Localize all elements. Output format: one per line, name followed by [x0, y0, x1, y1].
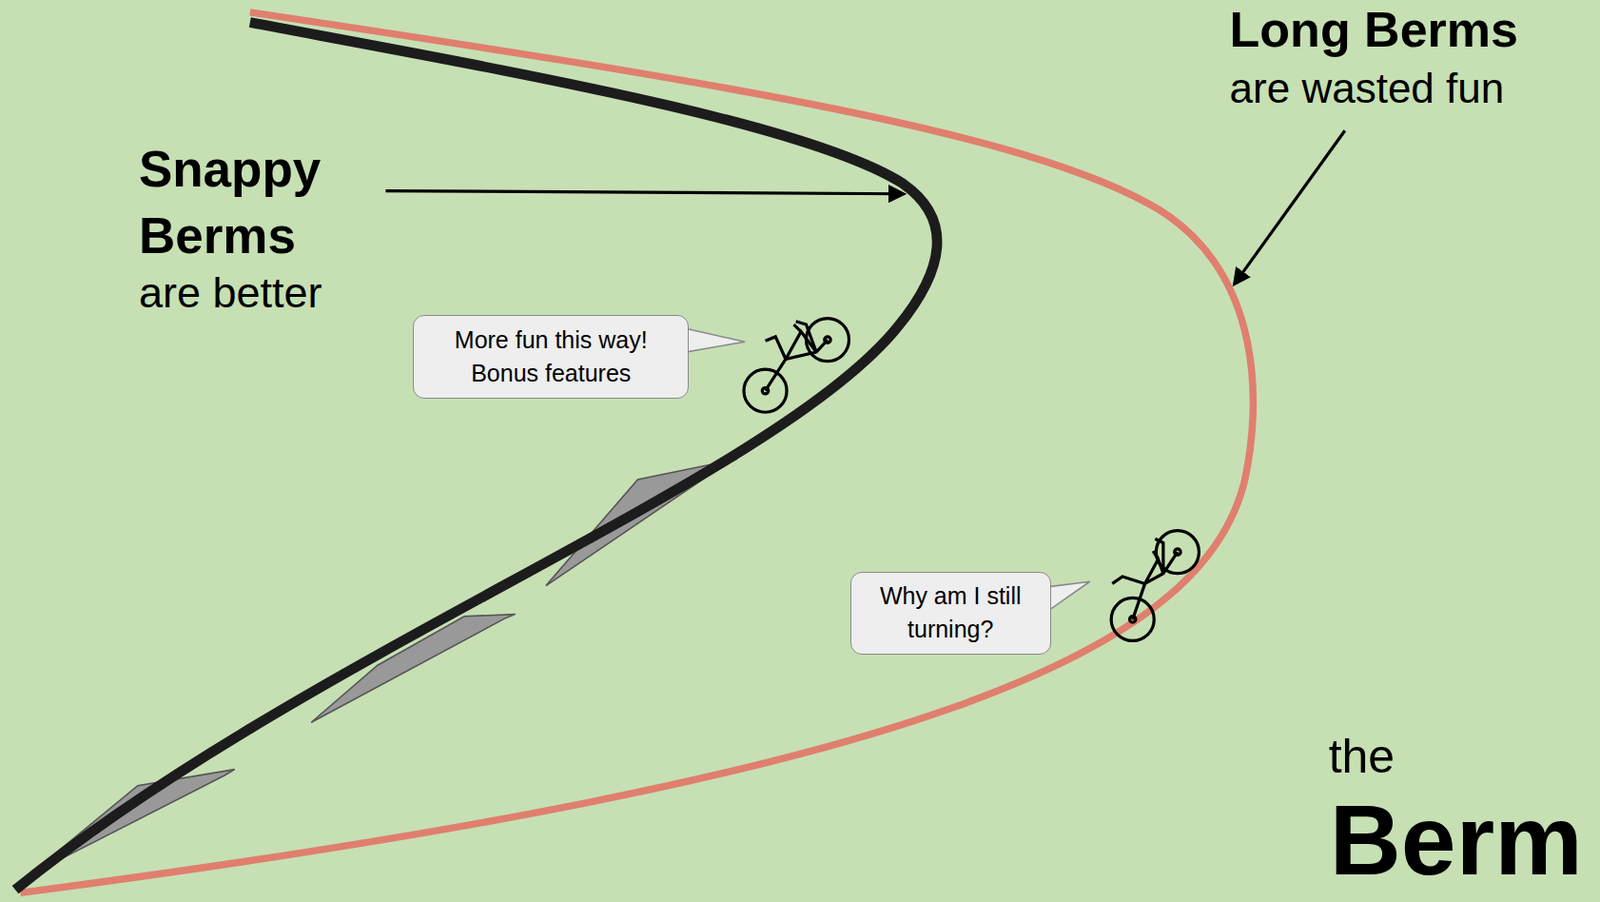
speech-bubble: More fun this way! Bonus features	[412, 314, 689, 399]
bubble-text: Why am I still turning?	[865, 579, 1036, 646]
speech-bubble: Why am I still turning?	[850, 571, 1052, 655]
text-label: are wasted fun	[1229, 63, 1598, 115]
bike-icon	[743, 318, 849, 413]
text-label: Long Berms	[1229, 0, 1598, 59]
text-label: the	[1328, 727, 1534, 785]
leader-arrow	[1234, 130, 1346, 284]
leader-arrow	[385, 191, 903, 195]
bubble-tail	[1049, 581, 1091, 610]
snappy-berm-line	[15, 22, 937, 891]
text-label: are better	[138, 267, 446, 319]
text-label: Berm	[1329, 785, 1600, 895]
bubble-tail	[685, 328, 745, 352]
text-label: Snappy Berms	[138, 136, 374, 271]
bubble-text: More fun this way! Bonus features	[429, 323, 674, 391]
jump-feature	[546, 459, 738, 586]
bike-icon	[1111, 530, 1199, 642]
